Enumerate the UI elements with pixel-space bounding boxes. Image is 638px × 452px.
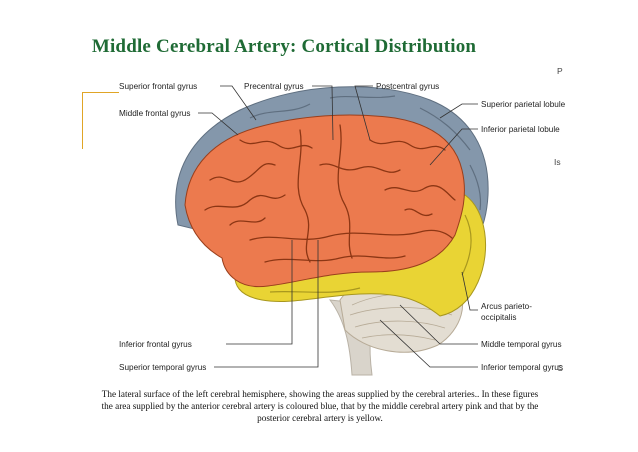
side-letter-ls: Is	[554, 157, 561, 167]
label-superior-frontal-gyrus: Superior frontal gyrus	[119, 82, 198, 91]
label-arcus-line2: occipitalis	[481, 313, 517, 322]
label-inferior-parietal-lobule: Inferior parietal lobule	[481, 125, 560, 134]
figure-caption: The lateral surface of the left cerebral…	[60, 388, 580, 424]
caption-line-1: The lateral surface of the left cerebral…	[101, 389, 539, 399]
side-letter-c: C	[557, 363, 564, 373]
label-arcus-line1: Arcus parieto-	[481, 302, 532, 311]
caption-line-3: posterior cerebral artery is yellow.	[257, 413, 383, 423]
label-inferior-frontal-gyrus: Inferior frontal gyrus	[119, 340, 192, 349]
label-inferior-temporal-gyrus: Inferior temporal gyrus	[481, 363, 563, 372]
side-letter-p: P	[557, 66, 563, 76]
label-postcentral-gyrus: Postcentral gyrus	[376, 82, 440, 91]
caption-line-2: the area supplied by the anterior cerebr…	[101, 401, 539, 411]
page-title: Middle Cerebral Artery: Cortical Distrib…	[91, 36, 477, 57]
label-middle-frontal-gyrus: Middle frontal gyrus	[119, 109, 191, 118]
label-precentral-gyrus: Precentral gyrus	[244, 82, 304, 91]
label-middle-temporal-gyrus: Middle temporal gyrus	[481, 340, 562, 349]
label-superior-parietal-lobule: Superior parietal lobule	[481, 100, 566, 109]
region-middle-orange	[184, 114, 465, 288]
label-superior-temporal-gyrus: Superior temporal gyrus	[119, 363, 207, 372]
accent-bracket	[82, 92, 119, 149]
